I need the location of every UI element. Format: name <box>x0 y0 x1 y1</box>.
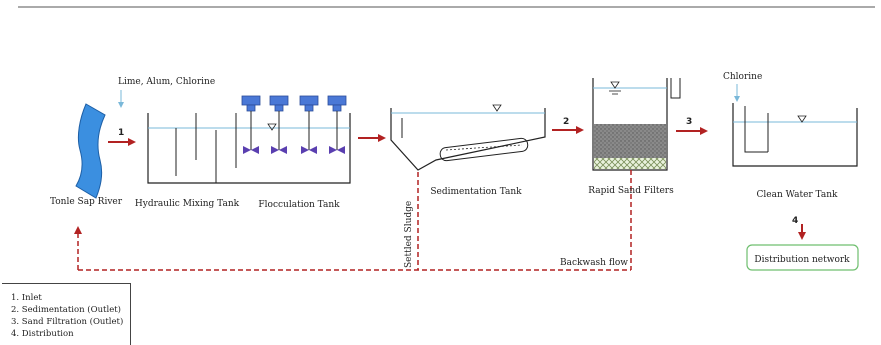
mixer <box>327 95 347 154</box>
legend-item: 4. Distribution <box>11 329 74 339</box>
flocculation-label: Flocculation Tank <box>258 200 340 210</box>
step-1-number: 1 <box>118 128 124 138</box>
mixer <box>299 95 319 154</box>
mixing-label: Hydraulic Mixing Tank <box>135 199 240 209</box>
distribution-label: Distribution network <box>754 255 850 265</box>
mixer <box>241 95 261 154</box>
sedimentation-label: Sedimentation Tank <box>430 187 522 197</box>
filters-label: Rapid Sand Filters <box>588 186 674 196</box>
river-shape <box>75 103 106 199</box>
step-2-number: 2 <box>563 117 569 127</box>
settled-sludge-label: Settled Sludge <box>404 201 414 268</box>
sedimentation-tank <box>390 104 546 171</box>
legend-item: 3. Sand Filtration (Outlet) <box>11 317 124 327</box>
step-4-number: 4 <box>792 216 798 226</box>
backwash-label: Backwash flow <box>560 258 628 268</box>
distribution-box <box>746 244 859 271</box>
clean-water-tank <box>732 103 858 167</box>
rapid-sand-filter <box>592 78 681 171</box>
mixing-flocculation-tank <box>147 113 351 184</box>
mixer <box>269 95 289 154</box>
return-flow-lines <box>74 170 632 271</box>
legend-box: 1. Inlet 2. Sedimentation (Outlet) 3. Sa… <box>2 283 131 345</box>
step-3-number: 3 <box>686 117 692 127</box>
chlorine-label: Chlorine <box>723 72 762 82</box>
legend-item: 1. Inlet <box>11 293 42 303</box>
flocculation-mixers <box>241 95 347 154</box>
river-label: Tonle Sap River <box>50 197 123 207</box>
chemicals-label: Lime, Alum, Chlorine <box>118 77 215 87</box>
clean-tank-label: Clean Water Tank <box>757 190 839 200</box>
legend-item: 2. Sedimentation (Outlet) <box>11 305 121 315</box>
